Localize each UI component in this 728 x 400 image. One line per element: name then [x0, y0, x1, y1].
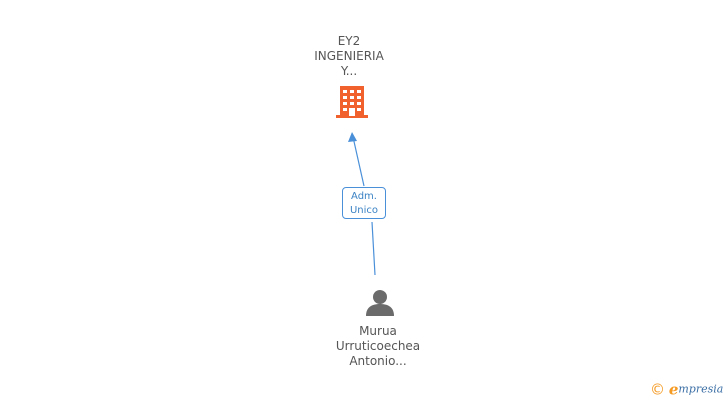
company-name[interactable]: EY2 INGENIERIA Y... [289, 34, 409, 79]
copyright-icon: © [650, 380, 665, 399]
role-line: Adm. [351, 191, 377, 202]
arrowhead-icon [348, 132, 357, 142]
person-name-line: Urruticoechea [335, 339, 421, 353]
role-badge[interactable]: Adm. Unico [342, 187, 386, 219]
brand-name: mpresia [678, 382, 724, 396]
company-name-line: EY2 [337, 34, 361, 48]
relation-connector [352, 136, 376, 276]
company-name-line: Y... [340, 64, 358, 78]
role-line: Unico [349, 205, 379, 216]
person-name-line: Murua [359, 324, 397, 338]
person-name[interactable]: Murua Urruticoechea Antonio... [318, 324, 438, 369]
brand-initial: e [668, 380, 679, 399]
company-name-line: INGENIERIA [314, 49, 384, 63]
person-name-line: Antonio... [349, 354, 407, 368]
building-icon[interactable] [336, 86, 368, 118]
person-icon[interactable] [366, 290, 394, 316]
brand-logo[interactable]: © empresia [650, 380, 728, 399]
